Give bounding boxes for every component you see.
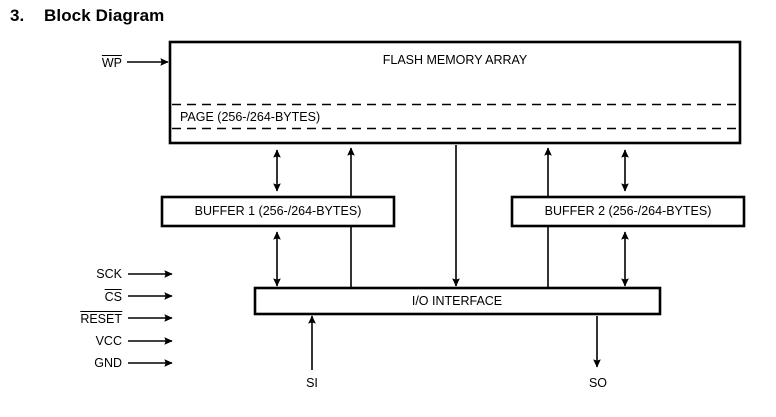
signal-label-cs-text: CS xyxy=(104,289,122,304)
io-interface-label: I/O INTERFACE xyxy=(411,294,503,308)
signal-label-so: SO xyxy=(588,376,608,390)
signal-label-reset: RESET xyxy=(80,311,122,326)
flash-memory-array-box xyxy=(168,40,742,145)
page-title-text: Block Diagram xyxy=(44,6,165,25)
signal-label-vcc-text: VCC xyxy=(95,334,122,348)
flash-memory-array-label: FLASH MEMORY ARRAY xyxy=(382,53,528,67)
page-band-label: PAGE (256-/264-BYTES) xyxy=(180,110,321,124)
signal-label-wp-text: WP xyxy=(101,55,122,70)
buffer-1-label: BUFFER 1 (256-/264-BYTES) xyxy=(194,204,362,218)
page-title-number: 3. xyxy=(10,6,25,25)
buffer-2-box xyxy=(510,195,746,228)
buffer-2-label: BUFFER 2 (256-/264-BYTES) xyxy=(544,204,712,218)
signal-label-sck: SCK xyxy=(96,268,122,281)
buffer-1-box xyxy=(160,195,396,228)
signal-label-reset-text: RESET xyxy=(80,311,122,326)
signal-label-cs: CS xyxy=(104,289,122,304)
signal-label-sck-text: SCK xyxy=(96,267,122,281)
signal-label-wp: WP xyxy=(101,55,122,70)
signal-label-gnd: GND xyxy=(94,357,122,370)
signal-label-gnd-text: GND xyxy=(94,356,122,370)
io-interface-box xyxy=(253,286,662,316)
page-title: 3. Block Diagram xyxy=(10,6,164,26)
signal-label-si: SI xyxy=(306,376,318,390)
signal-label-vcc: VCC xyxy=(96,335,122,348)
